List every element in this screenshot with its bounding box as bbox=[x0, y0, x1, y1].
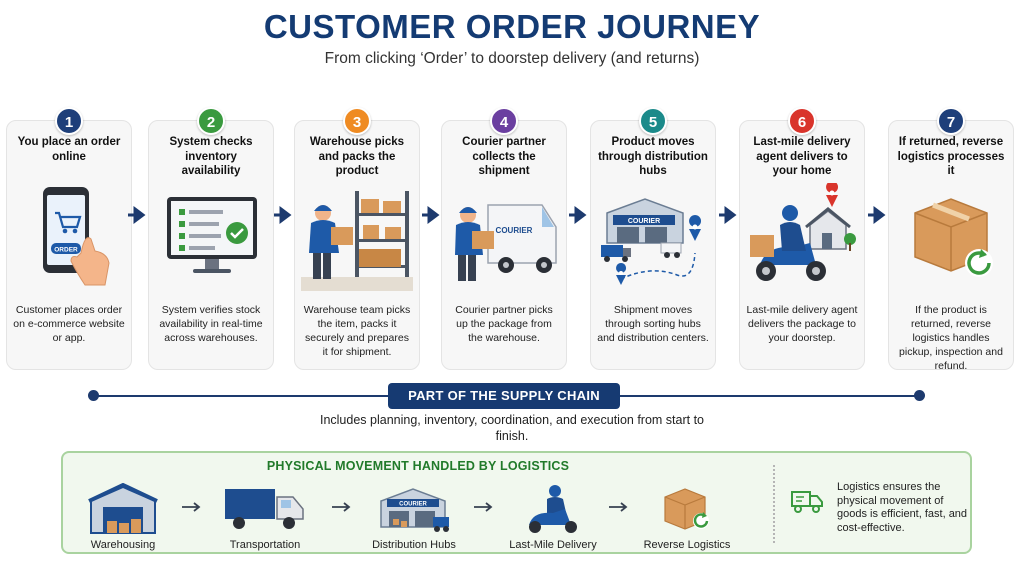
logistics-panel: PHYSICAL MOVEMENT HANDLED BY LOGISTICS W… bbox=[61, 451, 972, 554]
step-card-5: 5 Product moves through distribution hub… bbox=[590, 107, 716, 370]
step-title: Last-mile delivery agent delivers to you… bbox=[753, 136, 851, 177]
warehouse-icon bbox=[88, 483, 158, 534]
step-title: Product moves through distribution hubs bbox=[598, 136, 708, 177]
logistics-item-label: Last-Mile Delivery bbox=[509, 539, 597, 551]
step-card-2: 2 System checks inventory availability S… bbox=[148, 107, 274, 370]
step-title: System checks inventory availability bbox=[169, 136, 253, 177]
delivery-truck-outline-icon bbox=[791, 491, 823, 513]
step-description: Customer places order on e-commerce webs… bbox=[13, 304, 125, 344]
logistics-item-distribution-hubs: COURIER Distribution Hubs bbox=[354, 479, 474, 551]
courier-van-icon: COURIER bbox=[455, 204, 557, 281]
arrow-right-icon bbox=[474, 502, 493, 512]
step-card-1: 1 You place an order online ORDER Custom… bbox=[6, 107, 132, 370]
supply-chain-description: Includes planning, inventory, coordinati… bbox=[319, 413, 705, 443]
distribution-hub-icon: COURIER bbox=[380, 488, 449, 532]
scooter-delivery-icon bbox=[750, 183, 856, 281]
step-description: Warehouse team picks the item, packs it … bbox=[303, 304, 411, 358]
logistics-item-label: Reverse Logistics bbox=[643, 539, 731, 551]
step-description: If the product is returned, reverse logi… bbox=[899, 304, 1003, 372]
step-description: System verifies stock availability in re… bbox=[159, 304, 263, 344]
flow-arrow-icon bbox=[569, 206, 587, 224]
logistics-item-label: Warehousing bbox=[90, 539, 156, 551]
step-description: Shipment moves through sorting hubs and … bbox=[597, 304, 709, 344]
step-card-7: 7 If returned, reverse logistics process… bbox=[888, 107, 1014, 372]
step-number-badge: 5 bbox=[639, 107, 667, 135]
supply-chain-end-dot bbox=[914, 390, 925, 401]
logistics-note: Logistics ensures the physical movement … bbox=[837, 481, 968, 534]
step-description: Courier partner picks up the package fro… bbox=[455, 304, 553, 344]
flow-arrow-icon bbox=[719, 206, 737, 224]
step-title: Warehouse picks and packs the product bbox=[309, 136, 405, 177]
page-title: CUSTOMER ORDER JOURNEY bbox=[263, 8, 761, 45]
flow-arrow-icon bbox=[274, 206, 292, 224]
flow-arrow-icon bbox=[422, 206, 440, 224]
arrow-right-icon bbox=[182, 502, 201, 512]
distribution-hub-icon: COURIER bbox=[601, 198, 702, 285]
step-number-badge: 6 bbox=[788, 107, 816, 135]
phone-order-icon: ORDER bbox=[43, 187, 110, 286]
van-label: COURIER bbox=[496, 226, 533, 235]
step-number-badge: 3 bbox=[343, 107, 371, 135]
step-title: If returned, reverse logistics processes… bbox=[897, 136, 1005, 177]
logistics-item-label: Transportation bbox=[229, 539, 301, 551]
step-number-badge: 2 bbox=[197, 107, 225, 135]
step-number-badge: 1 bbox=[55, 107, 83, 135]
logistics-title: PHYSICAL MOVEMENT HANDLED BY LOGISTICS bbox=[266, 459, 570, 473]
logistics-item-last-mile-delivery: Last-Mile Delivery bbox=[493, 479, 613, 551]
step-title: Courier partner collects the shipment bbox=[462, 136, 546, 177]
return-box-icon bbox=[914, 198, 993, 277]
logistics-divider bbox=[773, 465, 775, 543]
flow-arrow-icon bbox=[868, 206, 886, 224]
hub-label: COURIER bbox=[399, 502, 427, 508]
step-title: You place an order online bbox=[17, 136, 121, 163]
step-card-4: 4 Courier partner collects the shipment … bbox=[441, 107, 567, 370]
logistics-item-label: Distribution Hubs bbox=[372, 539, 456, 551]
truck-icon bbox=[225, 489, 304, 529]
return-box-icon bbox=[664, 488, 709, 530]
logistics-item-transportation: Transportation bbox=[205, 479, 325, 551]
arrow-right-icon bbox=[332, 502, 351, 512]
supply-chain-label: PART OF THE SUPPLY CHAIN bbox=[388, 383, 620, 409]
step-description: Last-mile delivery agent delivers the pa… bbox=[746, 304, 858, 344]
warehouse-worker-icon bbox=[301, 191, 413, 291]
order-button-text: ORDER bbox=[54, 247, 78, 254]
arrow-right-icon bbox=[609, 502, 628, 512]
supply-chain-start-dot bbox=[88, 390, 99, 401]
monitor-checklist-icon bbox=[167, 197, 257, 273]
logistics-item-reverse-logistics: Reverse Logistics bbox=[627, 479, 747, 551]
flow-arrow-icon bbox=[128, 206, 146, 224]
page-subtitle: From clicking ‘Order’ to doorstep delive… bbox=[324, 50, 700, 67]
step-card-6: 6 Last-mile delivery agent delivers to y… bbox=[739, 107, 865, 370]
step-number-badge: 4 bbox=[490, 107, 518, 135]
step-number-badge: 7 bbox=[937, 107, 965, 135]
scooter-icon bbox=[529, 485, 577, 533]
logistics-item-warehousing: Warehousing bbox=[63, 479, 183, 551]
step-card-3: 3 Warehouse picks and packs the product … bbox=[294, 107, 420, 370]
hub-label: COURIER bbox=[628, 218, 660, 225]
